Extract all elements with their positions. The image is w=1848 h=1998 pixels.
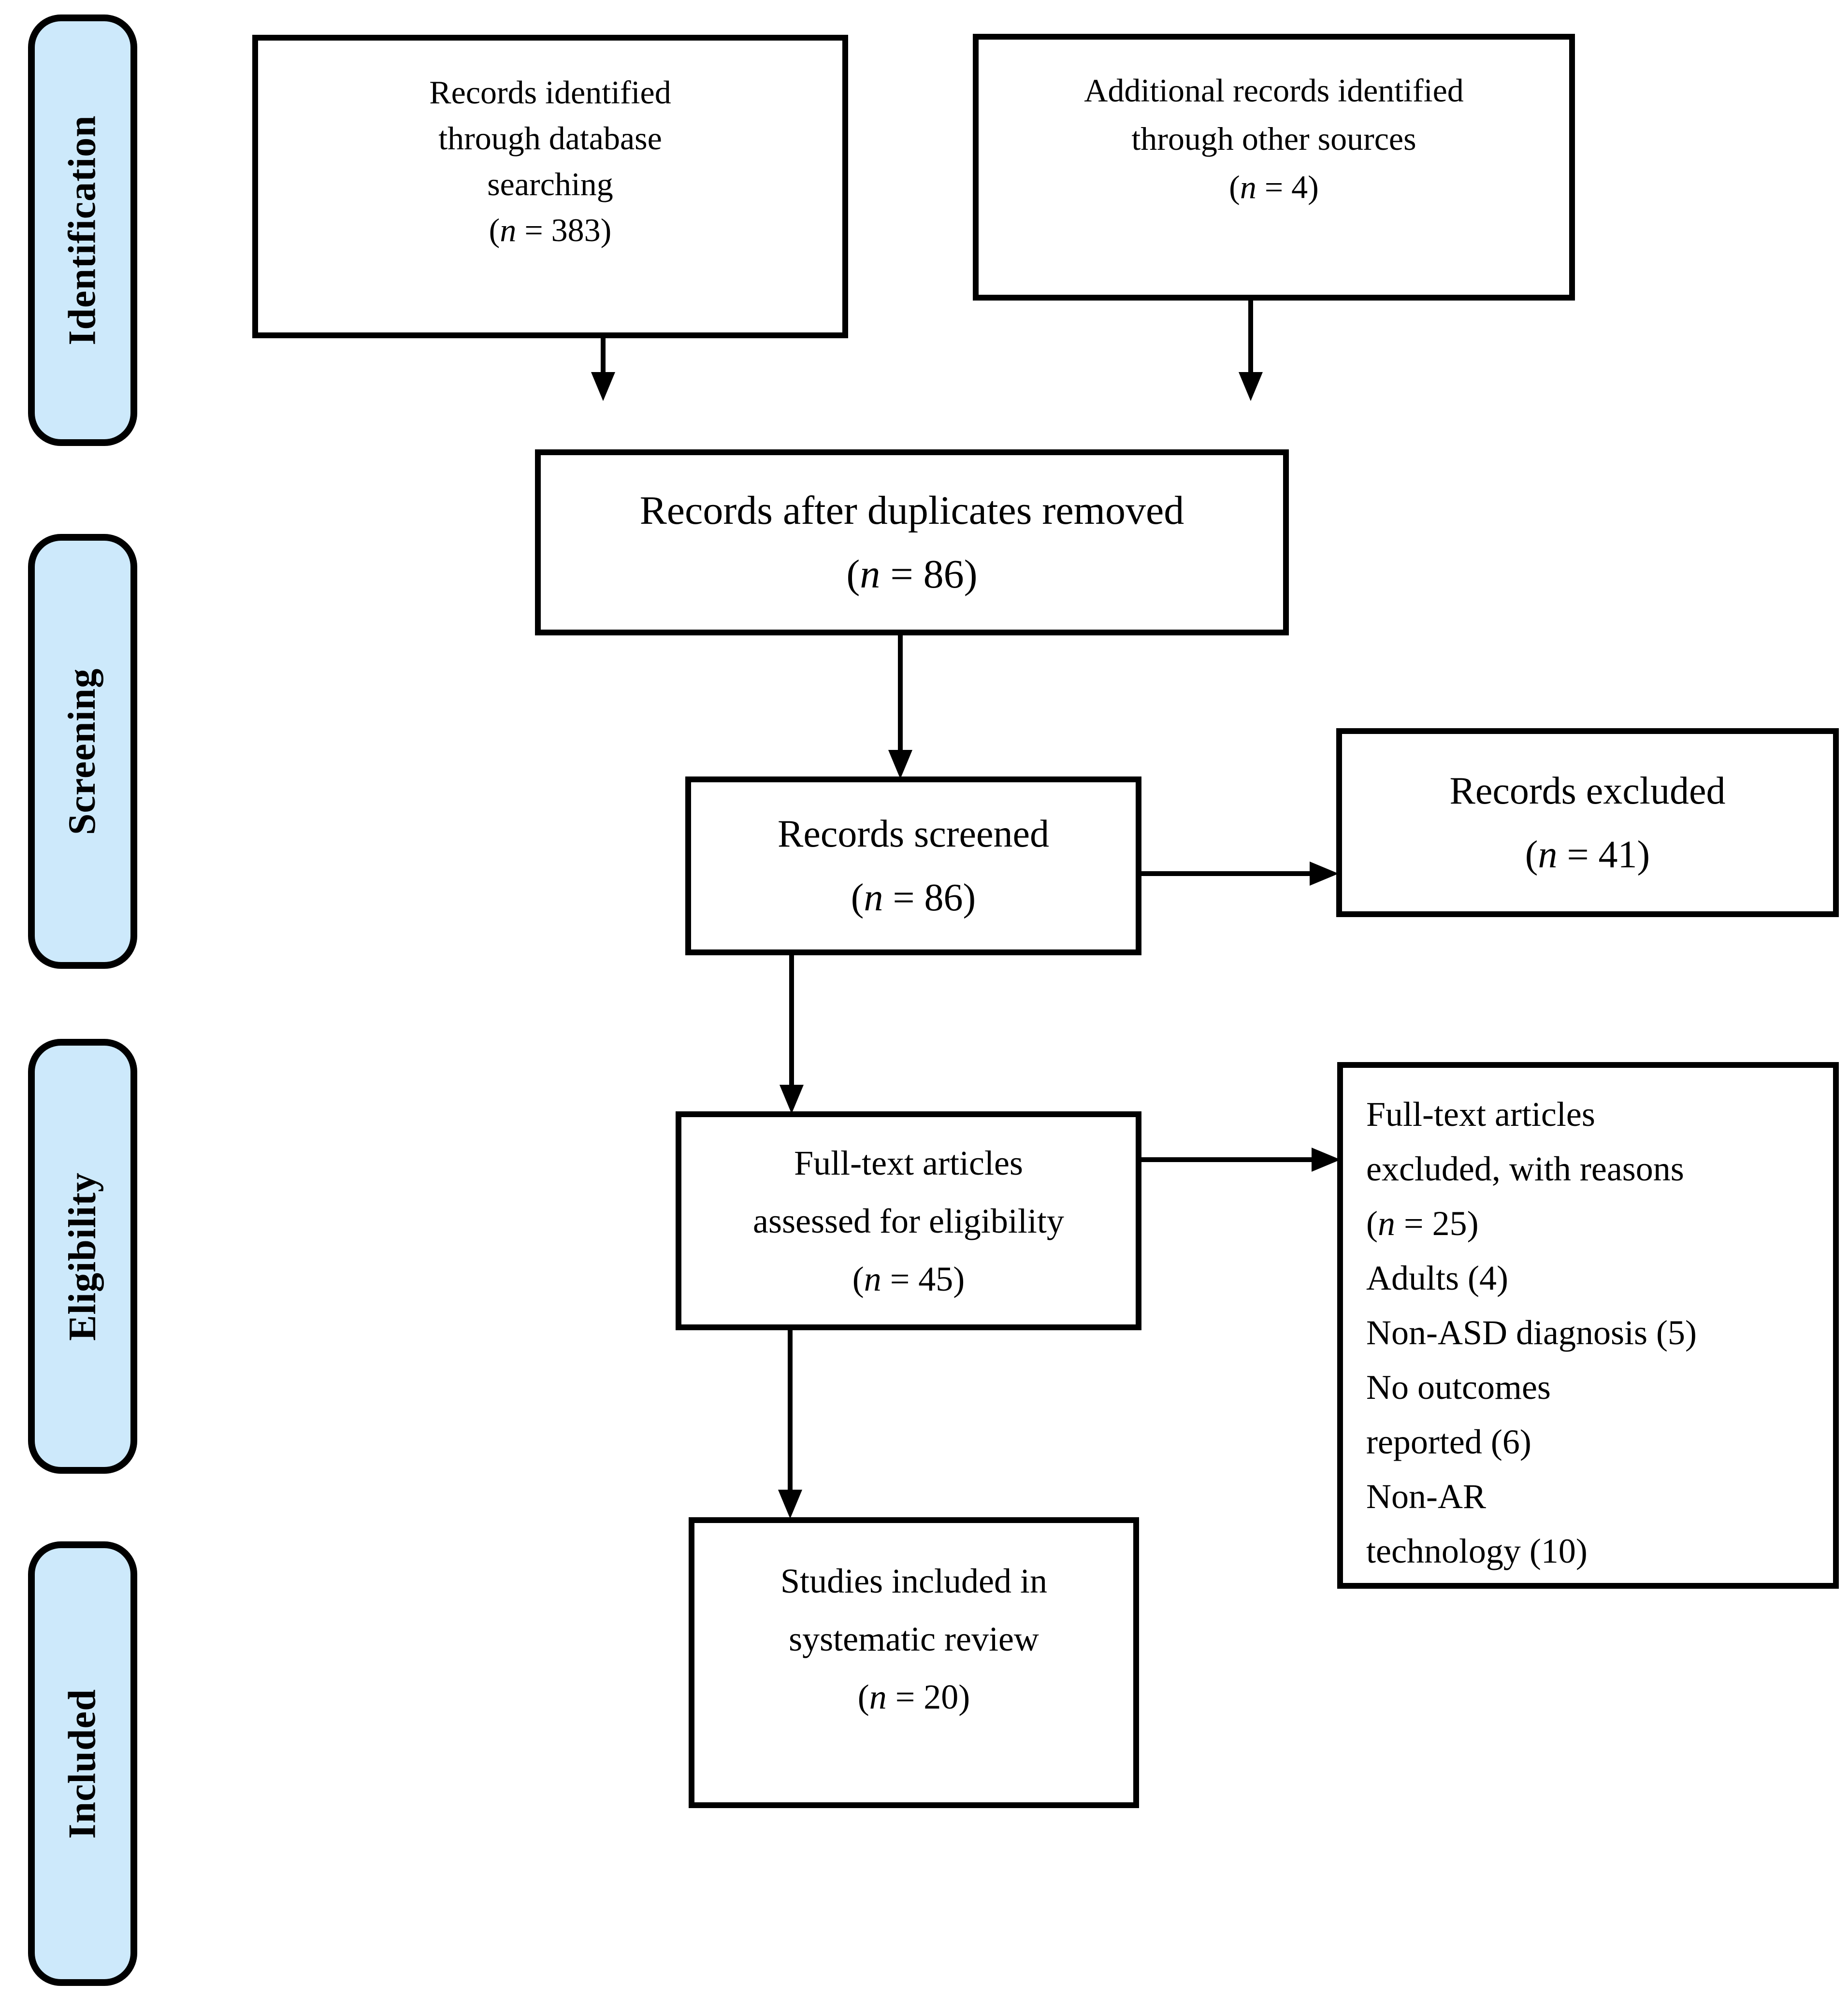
connector-line-screened-to-excluded — [1141, 871, 1311, 876]
text-line: (n = 20) — [857, 1678, 970, 1716]
text-line: systematic review — [789, 1620, 1039, 1658]
arrowhead-screened-to-assessed-icon — [780, 1085, 804, 1114]
stage-screening-label: Screening — [61, 668, 104, 835]
connector-line-assessed-to-included — [788, 1330, 793, 1491]
text-line: searching — [487, 166, 613, 202]
text-line: Non-AR — [1366, 1477, 1486, 1516]
node-records-screened: Records screened (n = 86) — [685, 776, 1141, 955]
text-line: technology (10) — [1366, 1532, 1588, 1570]
text-line: Studies included in — [780, 1562, 1047, 1600]
text-line: Records after duplicates removed — [639, 488, 1184, 533]
text-line: Full-text articles — [794, 1143, 1023, 1182]
stage-included-label: Included — [61, 1688, 104, 1839]
node-fulltext-excluded: Full-text articles excluded, with reasons… — [1337, 1062, 1839, 1589]
stage-screening: Screening — [28, 534, 137, 969]
arrowhead-additional-down-icon — [1239, 372, 1263, 401]
text-line: Full-text articles — [1366, 1095, 1595, 1134]
text-line: excluded, with reasons — [1366, 1150, 1684, 1188]
arrowhead-screened-to-excluded-icon — [1310, 862, 1339, 886]
text-line: (n = 86) — [846, 551, 978, 597]
text-line: (n = 86) — [851, 877, 976, 919]
text-line: (n = 41) — [1525, 833, 1650, 876]
arrowhead-identified-down-icon — [591, 372, 615, 401]
text-line: reported (6) — [1366, 1423, 1531, 1461]
text-line: (n = 25) — [1366, 1204, 1479, 1243]
text-line: Adults (4) — [1366, 1259, 1508, 1297]
text-line: No outcomes — [1366, 1368, 1551, 1407]
stage-eligibility: Eligibility — [28, 1039, 137, 1474]
node-duplicates-removed: Records after duplicates removed (n = 86) — [535, 449, 1289, 635]
stage-included: Included — [28, 1541, 137, 1986]
node-additional-records: Additional records identified through oth… — [973, 34, 1575, 301]
arrowhead-assessed-to-excluded-icon — [1312, 1148, 1341, 1172]
text-line: Records excluded — [1449, 769, 1726, 812]
connector-line-screened-to-assessed — [789, 955, 794, 1086]
stage-identification: Identification — [28, 14, 137, 446]
text-line: Non-ASD diagnosis (5) — [1366, 1313, 1697, 1352]
connector-line-assessed-to-excluded — [1141, 1157, 1313, 1162]
text-line: assessed for eligibility — [753, 1201, 1064, 1240]
text-line: (n = 45) — [852, 1259, 965, 1298]
node-records-identified: Records identified through database search… — [252, 35, 848, 338]
node-records-excluded: Records excluded (n = 41) — [1336, 728, 1839, 917]
text-line: Additional records identified — [1084, 72, 1464, 109]
text-line: through other sources — [1131, 120, 1416, 157]
connector-line-identified-down — [601, 338, 606, 373]
connector-line-additional-down — [1248, 301, 1253, 373]
text-line: Records screened — [778, 813, 1049, 855]
arrowhead-duplicates-to-screened-icon — [888, 750, 912, 779]
stage-eligibility-label: Eligibility — [61, 1172, 104, 1341]
text-line: through database — [438, 120, 662, 157]
text-line: (n = 4) — [1229, 169, 1319, 205]
arrowhead-assessed-to-included-icon — [778, 1490, 802, 1519]
text-line: Records identified — [429, 74, 671, 111]
connector-line-duplicates-to-screened — [898, 634, 903, 751]
text-line: (n = 383) — [489, 212, 612, 248]
node-fulltext-assessed: Full-text articles assessed for eligibili… — [676, 1111, 1141, 1330]
node-studies-included: Studies included in systematic review (n =… — [689, 1517, 1139, 1808]
stage-identification-label: Identification — [61, 115, 104, 345]
